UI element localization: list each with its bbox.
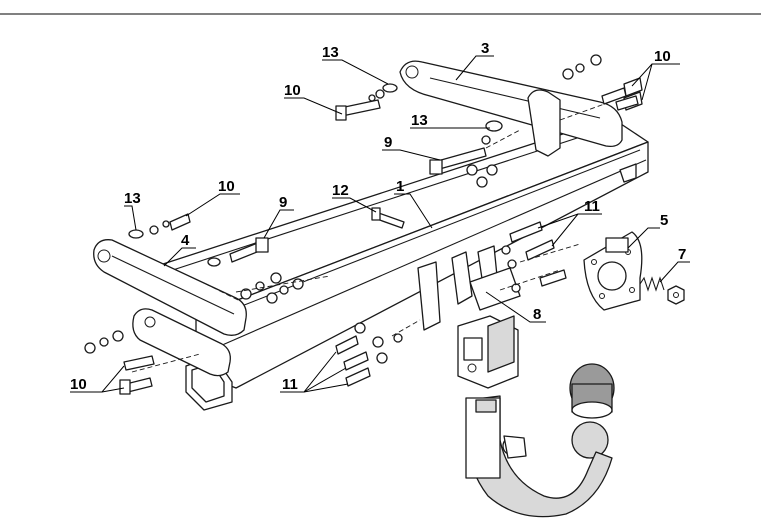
callout-12: 12 [332, 182, 349, 199]
callout-11-right: 11 [584, 198, 600, 215]
callout-9-left: 9 [279, 194, 287, 211]
callout-13-left: 13 [124, 190, 141, 207]
callout-10-left-top: 10 [218, 178, 235, 195]
callout-1: 1 [396, 178, 404, 195]
side-bracket-part-3 [399, 60, 623, 157]
callout-8: 8 [533, 306, 541, 323]
socket-plate-part-5 [583, 231, 643, 311]
spring-and-nut-part-7 [639, 276, 685, 305]
bolt-set-center [335, 322, 403, 387]
callout-10-upper-left: 10 [284, 82, 301, 99]
assembly-dashed-lines [131, 101, 611, 373]
side-bracket-part-4 [93, 239, 247, 377]
bolt-set-upper-right [562, 54, 643, 111]
callout-11-center: 11 [282, 376, 298, 393]
bolt-set-center-right [501, 221, 567, 293]
callout-5: 5 [660, 212, 668, 229]
bolt-set-left-top [128, 213, 304, 304]
leader-lines [70, 55, 690, 393]
callout-4: 4 [181, 232, 190, 249]
callout-13-upper: 13 [322, 44, 339, 61]
callout-labels: 1 3 4 5 7 8 9 9 10 10 10 10 11 11 12 13 … [70, 40, 686, 393]
bolt-set-left-bottom [84, 330, 155, 395]
callout-7: 7 [678, 246, 686, 263]
detachable-ball-neck [465, 363, 615, 518]
callout-10-upper-right: 10 [654, 48, 671, 65]
callout-9-upper: 9 [384, 134, 392, 151]
socket-support-part-8 [469, 267, 521, 311]
ball-receiver-housing [457, 315, 519, 389]
bolt-set-upper-left [335, 83, 398, 121]
callout-10-left-bottom: 10 [70, 376, 87, 393]
callout-13-middle: 13 [411, 112, 428, 129]
callout-3: 3 [481, 40, 489, 57]
pin-part-12 [371, 207, 405, 229]
center-mount-plates [417, 245, 499, 331]
